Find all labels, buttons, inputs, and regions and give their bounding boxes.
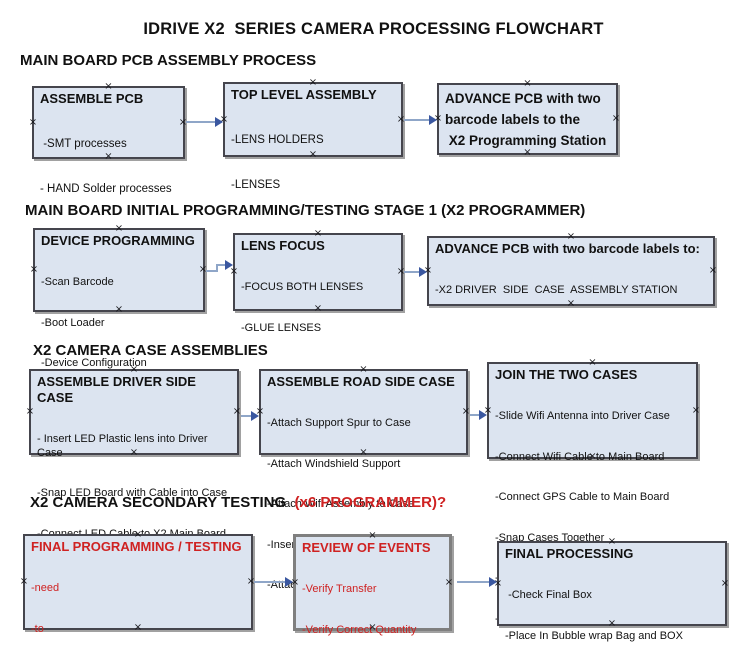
box-item: -Place In Bubble wrap Bag and BOX	[505, 629, 683, 642]
box-item: -need	[31, 582, 60, 594]
flow-box-top-level-assembly: × × × × TOP LEVEL ASSEMBLY -LENS HOLDERS…	[220, 78, 405, 192]
connection-handle-icon: ×	[708, 265, 718, 276]
section-heading-initial-programming: MAIN BOARD INITIAL PROGRAMMING/TESTING S…	[25, 202, 586, 219]
box-item: -Attach Support Spur to Case	[267, 417, 411, 429]
box-title: ADVANCE PCB with two barcode labels to:	[435, 241, 700, 256]
box-title: ASSEMBLE PCB	[40, 91, 144, 106]
box-item: -GLUE LENSES	[241, 321, 322, 334]
box-item: -Verify Transfer	[302, 583, 377, 595]
box-title: ASSEMBLE ROAD SIDE CASE	[267, 374, 455, 389]
flow-box-device-programming: × × × × DEVICE PROGRAMMING -Scan Barcode…	[29, 224, 207, 451]
box-item: -Snap LED Board with Cable into Case	[37, 487, 228, 499]
box-title: JOIN THE TWO CASES	[495, 367, 638, 382]
box-item: -Connect Wifi Cable to Main Board	[495, 450, 665, 463]
connection-handle-icon: ×	[19, 576, 29, 587]
box-item: -Attach Windshield Support	[267, 457, 401, 470]
connection-handle-icon: ×	[232, 406, 242, 417]
flow-box-final-programming-testing: × × × × FINAL PROGRAMMING / TESTING -nee…	[19, 530, 255, 635]
box-title: TOP LEVEL ASSEMBLY	[231, 87, 377, 102]
box-title: REVIEW OF EVENTS	[302, 540, 431, 555]
flow-box-join-the-two-cases: × × × × JOIN THE TWO CASES -Slide Wifi A…	[484, 358, 701, 625]
box-item: -Connect GPS Cable to Main Board	[495, 491, 670, 503]
box-title: DEVICE PROGRAMMING	[41, 233, 195, 248]
box-title: LENS FOCUS	[241, 238, 325, 253]
section-heading-pcb-assembly: MAIN BOARD PCB ASSEMBLY PROCESS	[20, 52, 317, 69]
section-heading-secondary-testing: X2 CAMERA SECONDARY TESTING (x6 PROGRAMM…	[30, 494, 446, 511]
page-title: IDRIVE X2 SERIES CAMERA PROCESSING FLOWC…	[143, 20, 604, 38]
flow-box-advance-pcb-programming-station: × × × × ADVANCE PCB with two barcode lab…	[434, 79, 621, 158]
box-item: -FOCUS BOTH LENSES	[241, 281, 364, 293]
box-item: -Device Configuration	[41, 357, 147, 369]
box-item: - Insert LED Plastic lens into Driver Ca…	[37, 433, 211, 459]
box-item: -Snap Cases Together	[495, 531, 605, 544]
box-title: ADVANCE PCB with two barcode labels to t…	[445, 91, 607, 148]
connection-handle-icon: ×	[25, 406, 35, 417]
flow-box-final-processing: × × × × FINAL PROCESSING -Check Final Bo…	[494, 537, 730, 642]
box-title: FINAL PROCESSING	[505, 546, 634, 561]
flow-box-assemble-road-side-case: × × × × ASSEMBLE ROAD SIDE CASE -Attach …	[256, 365, 471, 592]
section-heading-case-assemblies: X2 CAMERA CASE ASSEMBLIES	[33, 342, 268, 359]
box-title: ASSEMBLE DRIVER SIDE CASE	[37, 374, 200, 405]
connection-handle-icon: ×	[28, 116, 38, 128]
flow-box-assemble-driver-side-case: × × × × ASSEMBLE DRIVER SIDE CASE - Inse…	[25, 365, 242, 581]
box-item: -Scan Barcode	[41, 276, 114, 288]
box-item: -Slide Wifi Antenna into Driver Case	[495, 410, 670, 422]
section-heading-red-part: (x6 PROGRAMMER)?	[294, 494, 447, 511]
box-item: -SMT processes	[40, 138, 127, 150]
box-item: -Boot Loader	[41, 316, 105, 329]
connection-handle-icon: ×	[29, 264, 39, 275]
connection-handle-icon: ×	[691, 404, 701, 416]
box-item: -Check Final Box	[505, 589, 592, 601]
section-heading-black-part: X2 CAMERA SECONDARY TESTING	[30, 494, 295, 511]
connection-handle-icon: ×	[720, 577, 730, 589]
box-item: -LENS HOLDERS	[231, 134, 324, 146]
box-item: - HAND Solder processes	[40, 183, 172, 195]
box-item: -Verify Correct Quantity	[302, 623, 417, 636]
flow-box-lens-focus: × × × × LENS FOCUS -FOCUS BOTH LENSES -G…	[230, 229, 405, 334]
flow-box-review-of-events: × × × × REVIEW OF EVENTS -Verify Transfe…	[291, 531, 454, 636]
box-item: -X2 DRIVER SIDE CASE ASSEMBLY STATION	[435, 284, 678, 296]
connection-handle-icon: ×	[444, 576, 454, 588]
box-item: -LENSES	[231, 179, 281, 191]
box-item: -Attach Wifi Assembly to Case	[267, 498, 415, 510]
connection-handle-icon: ×	[461, 406, 471, 417]
box-title: FINAL PROGRAMMING / TESTING	[31, 539, 242, 554]
flow-box-assemble-pcb: × × × × ASSEMBLE PCB -SMT processes - HA…	[28, 82, 187, 241]
flow-box-advance-pcb-driver-side: × × × × ADVANCE PCB with two barcode lab…	[424, 232, 718, 309]
connection-handle-icon: ×	[611, 113, 621, 124]
box-item: -to	[31, 622, 44, 635]
